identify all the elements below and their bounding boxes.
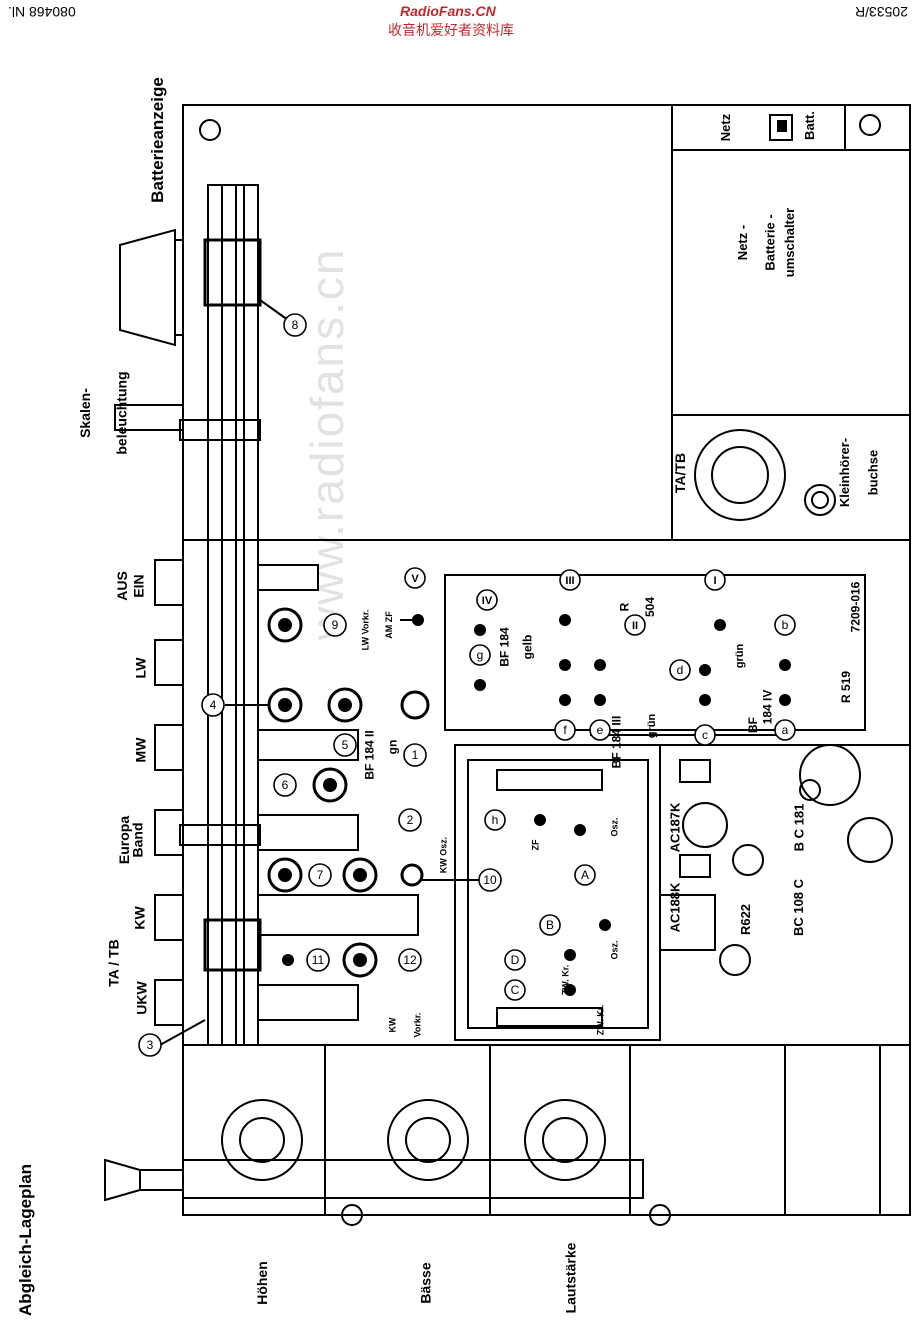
marker-D: D <box>511 953 520 967</box>
label-buchse: buchse <box>865 449 881 496</box>
marker-12: 12 <box>403 953 417 967</box>
label-bf184-gelb-2: gelb <box>520 634 535 660</box>
label-bf184-gelb-1: BF 184 <box>497 627 512 667</box>
marker-7: 7 <box>317 868 324 882</box>
marker-b: b <box>782 618 789 632</box>
label-bf184-III-gruen: grün <box>646 713 659 739</box>
label-baesse: Bässe <box>417 1262 434 1304</box>
marker-8: 8 <box>292 318 299 332</box>
site-name-cn: 收音机爱好者资料库 <box>388 22 514 38</box>
label-beleuchtung: beleuchtung <box>113 371 130 455</box>
label-kw-osz: KW Osz. <box>438 836 449 874</box>
label-bf184-gn: gn <box>385 739 400 755</box>
marker-h: h <box>492 813 499 827</box>
label-r519: R 519 <box>839 670 854 704</box>
band-ukw: UKW <box>133 981 150 1015</box>
marker-d: d <box>677 663 684 677</box>
band-aus: AUS <box>113 571 130 601</box>
label-am-zf: AM ZF <box>383 611 394 639</box>
marker-V: V <box>411 573 419 585</box>
marker-II: II <box>632 620 638 632</box>
label-kw-small: KW <box>387 1017 398 1033</box>
marker-5: 5 <box>342 738 349 752</box>
marker-c: c <box>702 728 708 742</box>
band-ta-tb: TA / TB <box>105 939 122 987</box>
label-skalen: Skalen- <box>76 388 93 438</box>
label-hoehen: Höhen <box>253 1261 270 1305</box>
marker-11: 11 <box>312 953 325 967</box>
label-bc108c: BC 108 C <box>791 878 807 937</box>
marker-3: 3 <box>147 1038 154 1052</box>
marker-4: 4 <box>210 698 217 712</box>
label-bf-IV-2: 184 IV <box>760 689 775 725</box>
label-batt: Batt. <box>801 111 817 140</box>
label-lw-vorkr: LW Vorkr. <box>360 609 371 651</box>
title-label: Abgleich-Lageplan <box>16 1163 36 1317</box>
label-r504-val: 504 <box>643 596 658 618</box>
band-band: Band <box>129 822 146 858</box>
site-name: RadioFans.CN <box>400 3 496 19</box>
marker-6: 6 <box>282 778 289 792</box>
marker-IV: IV <box>482 595 493 607</box>
label-bf184-III: BF 184 III <box>609 715 624 769</box>
marker-9: 9 <box>332 618 339 632</box>
marker-2: 2 <box>407 813 414 827</box>
label-bc181: B C 181 <box>791 803 807 852</box>
marker-C: C <box>511 983 520 997</box>
marker-f: f <box>563 723 567 737</box>
label-zw-kr-1: ZW. Kr. <box>595 1004 606 1036</box>
marker-10: 10 <box>483 873 497 887</box>
label-umschalter: umschalter <box>782 207 798 278</box>
label-netz: Netz <box>718 113 734 142</box>
label-gruen-b: grün <box>734 643 747 669</box>
label-code: 7209-016 <box>848 581 863 633</box>
marker-III: III <box>565 575 574 587</box>
label-ta-tb-socket: TA/TB <box>672 452 689 494</box>
label-batterie: Batterie - <box>762 214 778 271</box>
marker-1: 1 <box>412 748 419 762</box>
label-osz-2: Osz. <box>609 940 620 960</box>
label-kleinhoerer: Kleinhörer- <box>837 437 853 508</box>
marker-A: A <box>581 868 589 882</box>
marker-B: B <box>546 918 554 932</box>
label-bf184-II: BF 184 II <box>362 730 377 780</box>
band-kw: KW <box>131 906 148 930</box>
label-ac187k: AC187K <box>667 802 683 853</box>
label-vorkr: Vorkr. <box>412 1012 423 1038</box>
label-batterieanzeige: Batterieanzeige <box>147 77 167 203</box>
band-ein: EIN <box>130 574 147 598</box>
band-mw: MW <box>132 737 149 763</box>
label-zw-kr-2: ZW. Kr. <box>560 964 571 996</box>
marker-a: a <box>782 723 789 737</box>
band-lw: LW <box>132 657 149 679</box>
marker-I: I <box>713 575 716 587</box>
marker-g: g <box>477 648 484 662</box>
label-zf: ZF <box>530 839 541 851</box>
label-ac188k: AC188K <box>667 882 683 933</box>
label-lautstaerke: Lautstärke <box>562 1242 579 1314</box>
label-netz-batterie: Netz - <box>735 224 751 261</box>
label-osz-1: Osz. <box>609 817 620 837</box>
label-r504-r: R <box>617 602 632 612</box>
label-r622: R622 <box>738 903 754 936</box>
marker-e: e <box>597 723 604 737</box>
label-bf-IV-1: BF <box>746 717 760 733</box>
